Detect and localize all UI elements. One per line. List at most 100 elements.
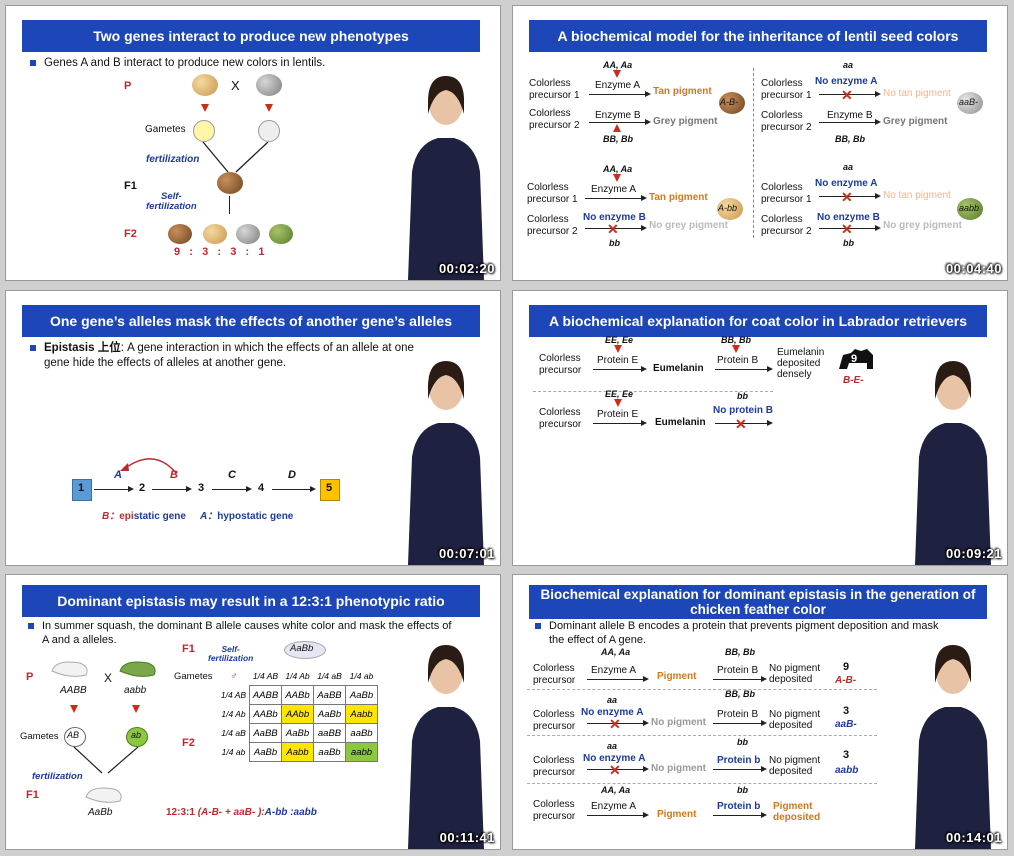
- count: 9: [843, 661, 850, 673]
- grid-cell: AABb: [281, 685, 314, 705]
- video-thumbnail-1[interactable]: Two genes interact to produce new phenot…: [5, 5, 501, 281]
- grid-cell: AaBb: [281, 723, 314, 743]
- label-self-fert: Self- fertilization: [208, 644, 254, 663]
- arrow: [589, 90, 651, 97]
- legend-b: B：: [102, 511, 120, 522]
- video-thumbnail-3[interactable]: One gene’s alleles mask the effects of a…: [5, 290, 501, 566]
- header-cell: 1/4 aB: [317, 671, 342, 681]
- grid-cell: AaBb: [313, 704, 346, 724]
- label-p: P: [26, 671, 34, 683]
- tan-seed: [192, 74, 218, 96]
- presenter-image: [408, 76, 484, 280]
- grid-cell: AaBb: [249, 742, 282, 762]
- node-2-label: 2: [139, 482, 146, 494]
- timestamp: 00:14:01: [945, 830, 1002, 845]
- ratio-white: (A-B- + aaB- ):: [197, 807, 265, 818]
- arrow: [587, 765, 649, 772]
- label-p: P: [124, 80, 132, 92]
- genotype: aa: [607, 741, 618, 751]
- arrow: [819, 224, 881, 231]
- result: No pigment deposited: [769, 663, 821, 685]
- arrow: [585, 194, 647, 201]
- video-thumbnail-2[interactable]: A biochemical model for the inheritance …: [512, 5, 1008, 281]
- punnett-header-row: ♂ 1/4 AB 1/4 Ab 1/4 aB 1/4 ab: [218, 667, 378, 686]
- legend-hypo-rest: static gene: [241, 511, 294, 522]
- pigment: Tan pigment: [653, 86, 712, 97]
- arrow: [94, 485, 134, 492]
- pigment: No grey pigment: [883, 220, 962, 231]
- down-arrow: [614, 399, 622, 407]
- video-thumbnail-5[interactable]: Dominant epistasis may result in a 12:3:…: [5, 574, 501, 850]
- precursor: Colorless precursor 2: [527, 214, 578, 237]
- genotype: aa: [843, 162, 854, 172]
- legend-a: A：: [200, 511, 218, 522]
- seed-genotype: A-bb: [718, 203, 738, 213]
- grid-cell: AABB: [249, 685, 282, 705]
- separator: [527, 689, 877, 690]
- cross-symbol: X: [104, 671, 113, 685]
- arrow: [593, 365, 647, 372]
- legend-hypo: hypo: [217, 511, 242, 522]
- seed: [717, 198, 743, 220]
- genotype: bb: [737, 737, 748, 747]
- intermediate: Pigment: [657, 809, 697, 820]
- arrow: [212, 485, 252, 492]
- arrow: [272, 485, 316, 492]
- pigment: No grey pigment: [649, 220, 728, 231]
- legend-hypostatic: A：hypostatic gene: [200, 507, 293, 522]
- phenotype-genotype: A-B-: [835, 675, 857, 686]
- slide-bullet: Epistasis 上位: A gene interaction in whic…: [30, 341, 424, 371]
- converge-arrows: [73, 747, 139, 774]
- punnett-square: ♂ 1/4 AB 1/4 Ab 1/4 aB 1/4 ab 1/4 AB AAB…: [218, 667, 378, 762]
- genotype: EE, Ee: [605, 389, 634, 399]
- precursor: Colorless precursor 1: [527, 182, 578, 205]
- arrow: [587, 719, 649, 726]
- arrow: [587, 675, 649, 682]
- seed-genotype: aaB-: [959, 97, 979, 107]
- result: Eumelanin deposited densely: [777, 347, 825, 380]
- row-header: 1/4 AB: [220, 690, 247, 700]
- node-1: [72, 479, 92, 501]
- protein: Protein B: [717, 709, 759, 720]
- header-cell: 1/4 Ab: [285, 671, 310, 681]
- presenter-image: [915, 361, 991, 565]
- punnett-row: 1/4 ab AaBb Aabb aaBb aabb: [218, 742, 378, 762]
- down-arrow: [201, 104, 209, 112]
- genotype: bb: [737, 391, 748, 401]
- down-arrow: [70, 705, 78, 713]
- protein: Protein B: [717, 355, 759, 366]
- f2-brown-seed: [168, 224, 192, 244]
- result: Pigment deposited: [773, 801, 821, 823]
- arrow: [713, 675, 767, 682]
- node-4-label: 4: [258, 482, 265, 494]
- dog-icon: [839, 349, 873, 369]
- node-3-label: 3: [198, 482, 205, 494]
- block-mark: ✕: [735, 416, 747, 432]
- video-thumbnail-6[interactable]: Biochemical explanation for dominant epi…: [512, 574, 1008, 850]
- slide-bullet: In summer squash, the dominant B allele …: [28, 620, 452, 646]
- timestamp: 00:09:21: [945, 546, 1002, 561]
- label-gametes: Gametes: [145, 124, 186, 135]
- precursor: Colorless precursor: [539, 407, 582, 430]
- grid-cell: Aabb: [345, 704, 378, 724]
- parent1-genotype: AABB: [60, 685, 87, 696]
- down-arrow: [132, 705, 140, 713]
- mask-curve-arrow: [120, 458, 177, 474]
- gene-a-label: A: [114, 469, 122, 481]
- label-gametes: Gametes: [174, 671, 213, 682]
- genotype: AA, Aa: [603, 164, 633, 174]
- genotype: bb: [737, 785, 748, 795]
- precursor: Colorless precursor: [533, 799, 576, 822]
- precursor: Colorless precursor: [533, 663, 576, 686]
- precursor: Colorless precursor: [539, 353, 582, 376]
- punnett-row: 1/4 aB AaBB AaBb aaBB aaBb: [218, 723, 378, 743]
- row-header: 1/4 ab: [221, 747, 246, 757]
- arrow: [819, 118, 881, 125]
- gamete-genotype: ab: [131, 730, 142, 740]
- enzyme: Enzyme B: [827, 110, 873, 121]
- grid-cell: AaBB: [249, 723, 282, 743]
- genotype: BB, Bb: [603, 134, 633, 144]
- genotype: aa: [843, 60, 854, 70]
- node-5: [320, 479, 340, 501]
- video-thumbnail-4[interactable]: A biochemical explanation for coat color…: [512, 290, 1008, 566]
